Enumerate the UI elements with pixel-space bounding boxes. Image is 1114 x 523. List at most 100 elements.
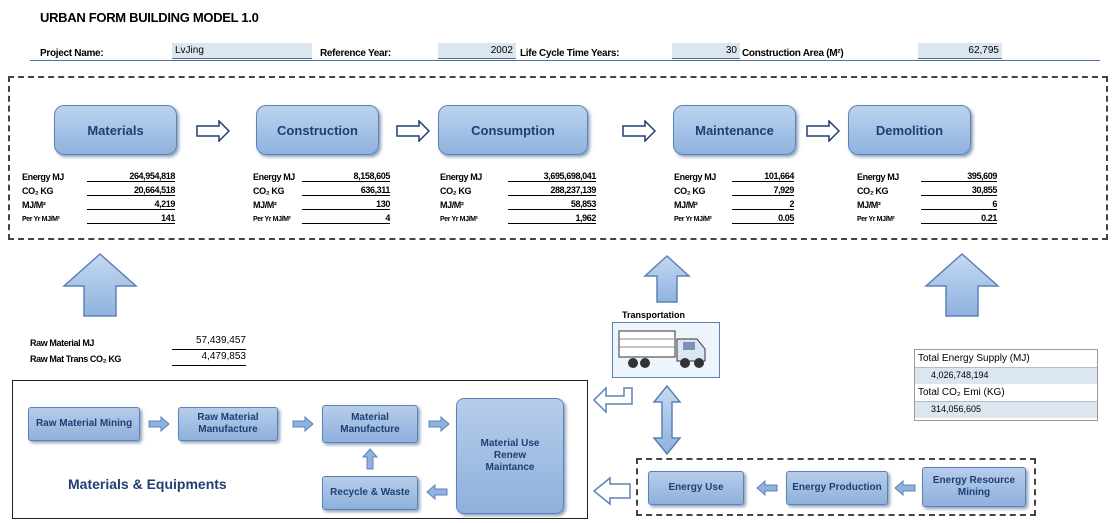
raw-trans-field[interactable]: 4,479,853	[172, 351, 246, 366]
arrow-up-icon	[362, 448, 378, 470]
stage-construction-button[interactable]: Construction	[256, 105, 379, 155]
energy-label: Energy MJ	[674, 172, 716, 182]
mj-m2-value: 58,853	[508, 199, 596, 210]
arrow-right-icon	[292, 416, 314, 432]
energy-label: Energy MJ	[857, 172, 899, 182]
project-name-field[interactable]: LvJing	[172, 43, 312, 59]
total-energy-value: 4,026,748,194	[915, 368, 1097, 384]
project-name-label: Project Name:	[40, 48, 104, 59]
per-yr-value: 0.05	[732, 213, 794, 224]
stages-panel	[8, 76, 1108, 240]
co2-value: 30,855	[921, 185, 997, 196]
arrow-left-icon	[426, 484, 448, 500]
per-yr-value: 141	[87, 213, 175, 224]
per-yr-label: Per Yr MJ/M²	[857, 216, 895, 223]
total-energy-label: Total Energy Supply (MJ)	[915, 350, 1097, 368]
mj-m2-label: MJ/M²	[253, 200, 277, 210]
per-yr-value: 1,962	[508, 213, 596, 224]
mj-m2-value: 4,219	[87, 199, 175, 210]
stats-construction: Energy MJ 8,158,605 CO₂ KG 636,311 MJ/M² 13…	[253, 170, 390, 226]
energy-value: 264,954,818	[87, 171, 175, 182]
co2-value: 7,929	[732, 185, 794, 196]
stats-materials: Energy MJ 264,954,818 CO₂ KG 20,664,518 MJ…	[22, 170, 175, 226]
per-yr-value: 4	[302, 213, 390, 224]
transportation-label: Transportation	[622, 310, 686, 320]
total-co2-label: Total CO₂ Emi (KG)	[915, 384, 1097, 402]
double-arrow-icon	[652, 384, 682, 456]
construction-area-label: Construction Area (M²)	[742, 48, 844, 59]
materials-equipments-panel	[12, 380, 588, 519]
truck-icon	[618, 330, 706, 368]
transportation-truck-image[interactable]	[612, 322, 720, 378]
total-co2-value: 314,056,605	[915, 402, 1097, 418]
energy-value: 8,158,605	[302, 171, 390, 182]
energy-value: 3,695,698,041	[508, 171, 596, 182]
per-yr-label: Per Yr MJ/M²	[253, 216, 291, 223]
co2-value: 288,237,139	[508, 185, 596, 196]
arrow-right-icon	[148, 416, 170, 432]
arrow-right-icon	[428, 416, 450, 432]
life-cycle-label: Life Cycle Time Years:	[520, 48, 620, 59]
energy-label: Energy MJ	[22, 172, 64, 182]
per-yr-label: Per Yr MJ/M²	[22, 216, 60, 223]
raw-material-manufacture-box[interactable]: Raw Material Manufacture	[178, 407, 278, 441]
co2-label: CO₂ KG	[253, 186, 285, 196]
raw-material-mining-box[interactable]: Raw Material Mining	[28, 407, 140, 441]
arrow-left-icon	[592, 476, 631, 506]
page-title: URBAN FORM BUILDING MODEL 1.0	[40, 10, 259, 25]
arrow-left-icon	[756, 480, 778, 496]
life-cycle-field[interactable]: 30	[672, 43, 740, 59]
energy-value: 395,609	[921, 171, 997, 182]
co2-label: CO₂ KG	[674, 186, 706, 196]
mj-m2-value: 130	[302, 199, 390, 210]
construction-area-field[interactable]: 62,795	[918, 43, 1002, 59]
stats-maintenance: Energy MJ 101,664 CO₂ KG 7,929 MJ/M² 2 Per …	[674, 170, 794, 226]
material-manufacture-box[interactable]: Material Manufacture	[322, 405, 418, 443]
co2-label: CO₂ KG	[22, 186, 54, 196]
arrow-right-icon	[396, 120, 430, 142]
per-yr-value: 0.21	[921, 213, 997, 224]
reference-year-field[interactable]: 2002	[438, 43, 516, 59]
arrow-left-icon	[894, 480, 916, 496]
arrow-right-icon	[622, 120, 656, 142]
header-divider	[30, 60, 1100, 61]
per-yr-label: Per Yr MJ/M²	[674, 216, 712, 223]
co2-label: CO₂ KG	[857, 186, 889, 196]
energy-use-box[interactable]: Energy Use	[648, 471, 744, 505]
energy-panel	[636, 458, 1036, 516]
mj-m2-label: MJ/M²	[22, 200, 46, 210]
mj-m2-value: 2	[732, 199, 794, 210]
raw-material-label: Raw Material MJ	[30, 338, 95, 348]
stage-maintenance-button[interactable]: Maintenance	[673, 105, 796, 155]
co2-value: 636,311	[302, 185, 390, 196]
material-use-box[interactable]: Material Use Renew Maintance	[456, 398, 564, 514]
stats-demolition: Energy MJ 395,609 CO₂ KG 30,855 MJ/M² 6 Per…	[857, 170, 997, 226]
stage-demolition-button[interactable]: Demolition	[848, 105, 971, 155]
mj-m2-label: MJ/M²	[674, 200, 698, 210]
mj-m2-label: MJ/M²	[440, 200, 464, 210]
recycle-waste-box[interactable]: Recycle & Waste	[322, 476, 418, 510]
bent-arrow-icon	[592, 386, 633, 414]
per-yr-label: Per Yr MJ/M²	[440, 216, 478, 223]
stage-materials-button[interactable]: Materials	[54, 105, 177, 155]
energy-resource-mining-box[interactable]: Energy Resource Mining	[922, 467, 1026, 507]
co2-label: CO₂ KG	[440, 186, 472, 196]
raw-trans-label: Raw Mat Trans CO₂ KG	[30, 354, 122, 364]
energy-production-box[interactable]: Energy Production	[786, 471, 888, 505]
mj-m2-value: 6	[921, 199, 997, 210]
materials-equipments-label: Materials & Equipments	[68, 476, 227, 492]
mj-m2-label: MJ/M²	[857, 200, 881, 210]
arrow-up-icon	[643, 254, 691, 303]
co2-value: 20,664,518	[87, 185, 175, 196]
stats-consumption: Energy MJ 3,695,698,041 CO₂ KG 288,237,139…	[440, 170, 596, 226]
energy-label: Energy MJ	[440, 172, 482, 182]
arrow-up-icon	[62, 252, 138, 317]
arrow-right-icon	[196, 120, 230, 142]
stage-consumption-button[interactable]: Consumption	[438, 105, 588, 155]
arrow-up-icon	[924, 252, 1000, 317]
reference-year-label: Reference Year:	[320, 48, 391, 59]
arrow-right-icon	[806, 120, 840, 142]
energy-value: 101,664	[732, 171, 794, 182]
energy-label: Energy MJ	[253, 172, 295, 182]
raw-material-field[interactable]: 57,439,457	[172, 335, 246, 350]
